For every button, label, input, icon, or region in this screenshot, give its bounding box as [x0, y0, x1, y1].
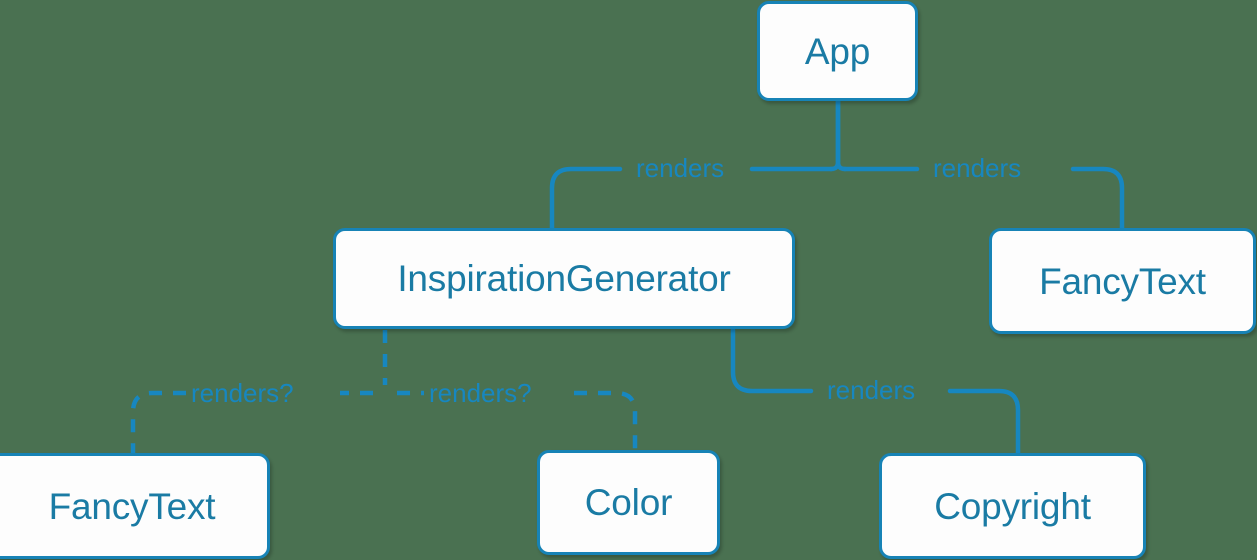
- edge-app-to-inspirationgenerator-seg2: [549, 166, 623, 232]
- node-fancytext-right[interactable]: FancyText: [989, 228, 1256, 334]
- node-fancytext-bottom-label: FancyText: [48, 485, 216, 527]
- node-fancytext-bottom[interactable]: FancyText: [0, 453, 270, 559]
- node-copyright[interactable]: Copyright: [879, 453, 1146, 559]
- edge-label-inspirationgenerator-to-fancytext: renders?: [191, 378, 294, 408]
- edge-inspirationgenerator-to-copyright-seg1: [730, 327, 814, 394]
- edge-inspirationgenerator-to-fancytext-dashed-2: [130, 390, 186, 454]
- edge-inspirationgenerator-to-copyright-seg2: [947, 388, 1021, 457]
- node-app-label: App: [804, 30, 871, 72]
- edge-inspirationgenerator-to-color-dashed-2: [574, 390, 638, 451]
- edge-label-inspirationgenerator-to-color: renders?: [429, 378, 532, 408]
- node-inspirationgenerator-label: InspirationGenerator: [397, 258, 731, 299]
- edge-app-stem-right: [835, 98, 848, 172]
- edge-label-inspirationgenerator-to-copyright: renders: [827, 375, 916, 405]
- edge-label-app-to-fancytext: renders: [933, 153, 1022, 183]
- node-copyright-label: Copyright: [934, 485, 1091, 527]
- node-inspirationgenerator[interactable]: InspirationGenerator: [333, 228, 795, 329]
- node-color[interactable]: Color: [537, 450, 720, 555]
- edge-label-app-to-inspirationgenerator: renders: [636, 153, 725, 183]
- node-app[interactable]: App: [757, 1, 918, 101]
- node-fancytext-right-label: FancyText: [1039, 260, 1206, 302]
- node-color-label: Color: [584, 482, 673, 523]
- edge-app-to-fancytext-seg2: [1070, 166, 1125, 232]
